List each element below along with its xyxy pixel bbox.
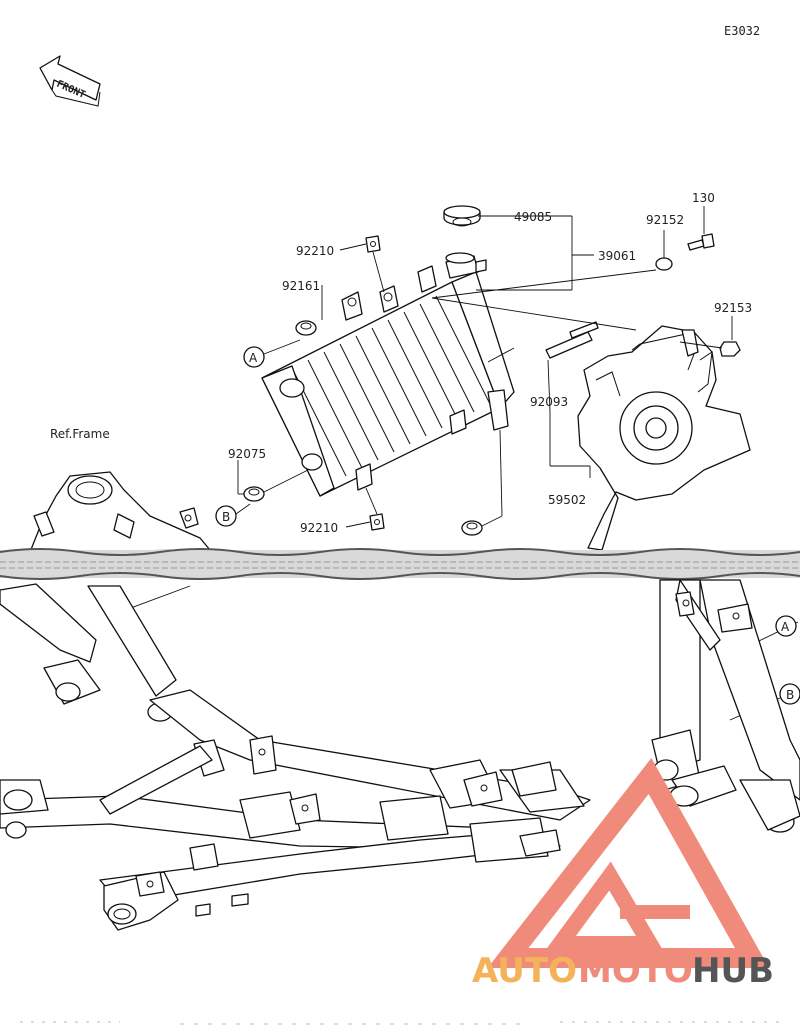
label-92153: 92153 — [714, 301, 752, 315]
label-92161: 92161 — [282, 279, 320, 293]
leader-lines — [119, 206, 799, 721]
callout-a-top: A — [243, 346, 265, 368]
callout-a-right-label: A — [781, 620, 790, 634]
label-130: 130 — [692, 191, 715, 205]
clip-nut-top — [365, 235, 381, 253]
callout-a-right: A — [775, 615, 797, 637]
callout-b-right: B — [779, 683, 800, 705]
front-arrow-icon: FRONT — [39, 55, 101, 107]
watermark-hub: HUB — [692, 951, 774, 991]
bolt-130 — [687, 233, 715, 251]
watermark-logo — [487, 757, 770, 968]
frame-upper — [29, 471, 211, 553]
label-39061: 39061 — [598, 249, 636, 263]
label-92210-top: 92210 — [296, 244, 334, 258]
fan-assembly — [577, 325, 751, 551]
label-49085: 49085 — [514, 210, 552, 224]
frame-lower — [0, 579, 800, 931]
pad-92093 — [545, 321, 599, 359]
clip-nut-bottom — [369, 513, 385, 531]
watermark-text: AUTO MOTO HUB — [472, 951, 774, 991]
callout-a-top-label: A — [249, 351, 258, 365]
label-92075: 92075 — [228, 447, 266, 461]
callout-b-right-label: B — [786, 688, 794, 702]
collar-92152 — [655, 257, 673, 271]
diagram-code: E3032 — [724, 24, 760, 38]
break-band — [0, 548, 800, 580]
label-92210-bottom: 92210 — [300, 521, 338, 535]
grommet-92161 — [295, 320, 317, 336]
grommet-lower — [461, 520, 483, 536]
label-92093: 92093 — [530, 395, 568, 409]
label-92152: 92152 — [646, 213, 684, 227]
nut-92153 — [719, 341, 741, 357]
grommet-92075 — [243, 486, 265, 502]
callout-b-left: B — [215, 505, 237, 527]
label-59502: 59502 — [548, 493, 586, 507]
radiator-cap — [443, 205, 481, 227]
bottom-artifacts — [20, 1021, 780, 1025]
watermark-moto: MOTO — [578, 951, 693, 991]
callout-b-left-label: B — [222, 510, 230, 524]
ref-frame-label: Ref.Frame — [50, 427, 110, 441]
watermark-auto: AUTO — [472, 951, 577, 991]
radiator — [261, 252, 515, 497]
